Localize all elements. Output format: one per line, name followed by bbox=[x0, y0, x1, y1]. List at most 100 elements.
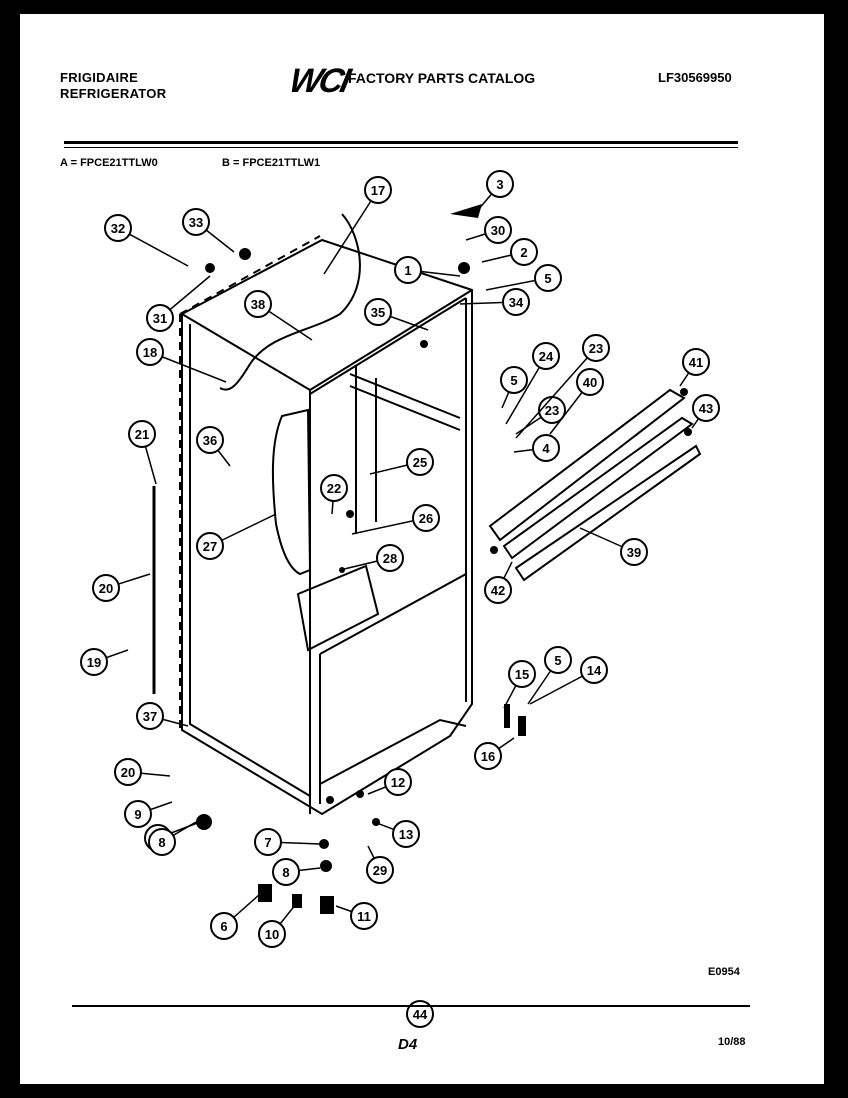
callout-label-39: 39 bbox=[627, 545, 641, 560]
callout-22: 22 bbox=[320, 474, 348, 515]
callout-bubble-32 bbox=[104, 214, 132, 242]
callout-8: 8 bbox=[272, 858, 321, 886]
callout-bubble-26 bbox=[412, 504, 440, 532]
callout-label-4: 4 bbox=[542, 441, 550, 456]
callout-12: 12 bbox=[367, 768, 412, 796]
callout-10: 10 bbox=[258, 903, 297, 948]
callout-23: 23 bbox=[515, 396, 566, 435]
callout-label-23: 23 bbox=[589, 341, 603, 356]
footer-rule bbox=[72, 1005, 750, 1007]
callout-bubble-27 bbox=[196, 532, 224, 560]
callout-6: 6 bbox=[210, 893, 261, 940]
callout-44: 44 bbox=[406, 1000, 434, 1028]
callout-label-41: 41 bbox=[689, 355, 703, 370]
callout-bubble-21 bbox=[128, 420, 156, 448]
callout-35: 35 bbox=[364, 298, 429, 331]
callout-bubble-6 bbox=[210, 912, 238, 940]
callout-bubble-38 bbox=[244, 290, 272, 318]
callout-34: 34 bbox=[459, 288, 530, 316]
callout-label-23: 23 bbox=[545, 403, 559, 418]
callout-bubble-10 bbox=[258, 920, 286, 948]
drawing-number: E0954 bbox=[708, 966, 740, 978]
callout-bubble-19 bbox=[80, 648, 108, 676]
brand-name: FRIGIDAIRE bbox=[60, 70, 139, 85]
callout-label-1: 1 bbox=[404, 263, 411, 278]
callout-label-11: 11 bbox=[357, 909, 371, 924]
catalog-number: LF30569950 bbox=[658, 70, 732, 85]
callout-bubble-8 bbox=[272, 858, 300, 886]
callout-bubble-2 bbox=[510, 238, 538, 266]
callout-bubble-20 bbox=[114, 758, 142, 786]
callout-label-21: 21 bbox=[135, 427, 149, 442]
callout-4: 4 bbox=[513, 434, 560, 462]
callout-bubble-17 bbox=[364, 176, 392, 204]
callout-21: 21 bbox=[128, 420, 157, 485]
brand-block: FRIGIDAIRE REFRIGERATOR bbox=[60, 70, 166, 102]
callout-bubble-39 bbox=[620, 538, 648, 566]
callout-32: 32 bbox=[104, 214, 189, 267]
callout-label-12: 12 bbox=[391, 775, 405, 790]
callout-label-38: 38 bbox=[251, 297, 265, 312]
callout-label-9: 9 bbox=[134, 807, 141, 822]
callout-label-15: 15 bbox=[515, 667, 529, 682]
callout-bubble-11 bbox=[350, 902, 378, 930]
callout-3: 3 bbox=[477, 170, 514, 211]
callout-label-19: 19 bbox=[87, 655, 101, 670]
callout-label-31: 31 bbox=[153, 311, 167, 326]
callout-24: 24 bbox=[505, 342, 560, 425]
callout-bubble-34 bbox=[502, 288, 530, 316]
callout-label-2: 2 bbox=[520, 245, 527, 260]
callout-bubble-18 bbox=[136, 338, 164, 366]
callout-23: 23 bbox=[515, 334, 610, 439]
shelf-rails bbox=[488, 388, 702, 582]
callout-bubble-7 bbox=[254, 828, 282, 856]
callout-5: 5 bbox=[485, 264, 562, 292]
callout-18: 18 bbox=[136, 338, 227, 383]
callout-bubble-5 bbox=[544, 646, 572, 674]
callout-label-44: 44 bbox=[413, 1007, 428, 1022]
callout-label-37: 37 bbox=[143, 709, 157, 724]
callout-43: 43 bbox=[691, 394, 720, 429]
callout-label-35: 35 bbox=[371, 305, 385, 320]
model-b: B = FPCE21TTLW1 bbox=[222, 157, 321, 169]
callout-8: 8 bbox=[148, 821, 197, 856]
callout-label-20: 20 bbox=[99, 581, 113, 596]
callout-bubble-40 bbox=[576, 368, 604, 396]
callout-bubble-25 bbox=[406, 448, 434, 476]
callout-label-8: 8 bbox=[158, 835, 165, 850]
callout-26: 26 bbox=[351, 504, 440, 535]
callout-29: 29 bbox=[366, 845, 394, 884]
callout-label-24: 24 bbox=[539, 349, 554, 364]
callout-label-17: 17 bbox=[371, 183, 385, 198]
callout-38: 38 bbox=[244, 290, 313, 341]
callout-label-10: 10 bbox=[265, 927, 279, 942]
revision-date: 10/88 bbox=[718, 1036, 746, 1048]
callout-37: 37 bbox=[136, 702, 189, 730]
callout-36: 36 bbox=[196, 426, 231, 467]
callout-label-26: 26 bbox=[419, 511, 433, 526]
callout-label-13: 13 bbox=[399, 827, 413, 842]
header-rule bbox=[64, 141, 738, 144]
callout-9: 9 bbox=[124, 800, 173, 828]
callout-label-16: 16 bbox=[481, 749, 495, 764]
callout-label-8: 8 bbox=[282, 865, 289, 880]
callout-42: 42 bbox=[484, 561, 513, 604]
callout-bubble-13 bbox=[392, 820, 420, 848]
callout-20: 20 bbox=[114, 758, 171, 786]
callout-bubble-16 bbox=[474, 742, 502, 770]
cabinet-outline bbox=[181, 238, 473, 816]
callout-28: 28 bbox=[339, 544, 404, 572]
callout-2: 2 bbox=[481, 238, 538, 266]
callout-40: 40 bbox=[549, 368, 604, 435]
cabinet-hidden-edges bbox=[179, 235, 321, 730]
wire-harness bbox=[219, 213, 361, 391]
callout-bubble-15 bbox=[508, 660, 536, 688]
callout-11: 11 bbox=[335, 902, 378, 930]
callout-label-7: 7 bbox=[264, 835, 271, 850]
callout-bubble-5 bbox=[500, 366, 528, 394]
callout-16: 16 bbox=[474, 737, 515, 770]
callout-bubble-20 bbox=[92, 574, 120, 602]
callout-bubble-22 bbox=[320, 474, 348, 502]
callout-33: 33 bbox=[182, 208, 235, 253]
